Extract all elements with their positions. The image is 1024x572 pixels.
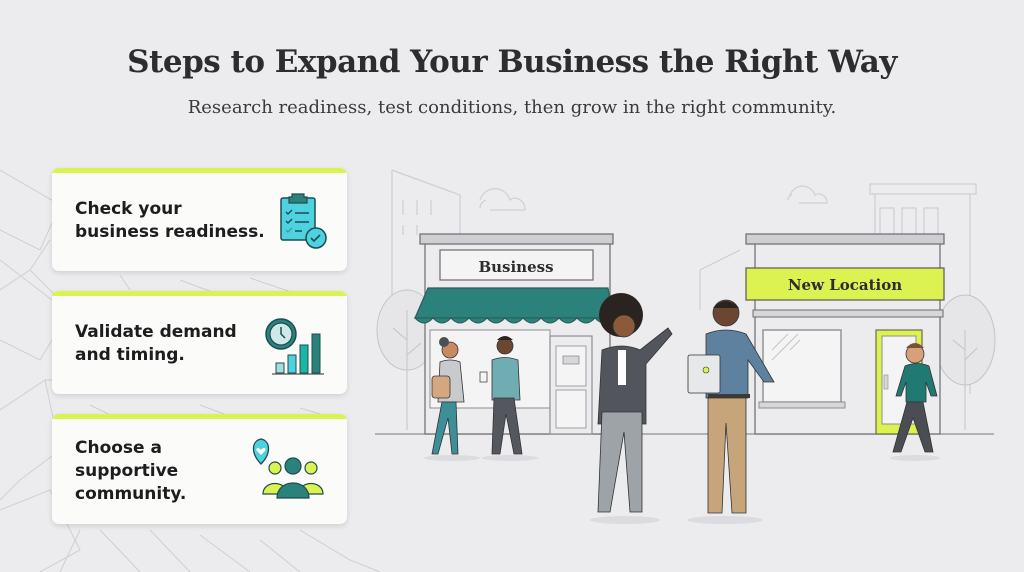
step-label: Validate demand and timing. (75, 322, 237, 365)
tree-right (934, 294, 996, 430)
street-scene-illustration: Business New Location (375, 169, 996, 524)
clipboard-check-icon (280, 193, 327, 249)
page-title: Steps to Expand Your Business the Right … (127, 44, 897, 80)
step-label: Check your business readiness. (75, 199, 265, 242)
background-buildings (391, 169, 977, 424)
clock-bar-chart-icon (265, 318, 324, 375)
person-man-walking (890, 343, 940, 461)
person-man-with-coffee (479, 336, 538, 461)
map-background (0, 169, 381, 572)
person-woman-with-bag (424, 337, 480, 461)
new-location-sign: New Location (788, 276, 902, 294)
person-man-with-clipboard (687, 299, 775, 524)
step-card-community: Choose a supportive community. (52, 414, 347, 524)
community-location-icon (252, 438, 324, 499)
step-card-readiness: Check your business readiness. (52, 168, 347, 271)
page-subtitle: Research readiness, test conditions, the… (187, 97, 837, 118)
step-label: Choose a supportive community. (75, 438, 187, 504)
business-sign: Business (478, 258, 553, 276)
person-businesswoman-pointing (590, 293, 673, 524)
step-card-demand: Validate demand and timing. (52, 291, 347, 394)
